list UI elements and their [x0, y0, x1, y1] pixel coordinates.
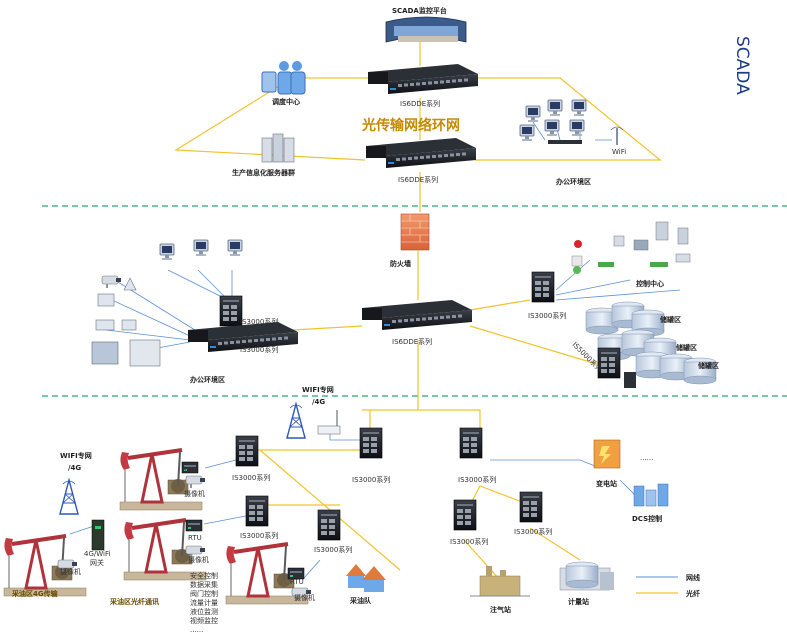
mid-office-pcs: [159, 239, 243, 261]
control-room-devices: [571, 221, 691, 274]
village-label: 采油队: [349, 596, 372, 605]
function-item: 液位监测: [190, 607, 218, 616]
core-switch-top-label: IS6DDE系列: [400, 99, 440, 108]
switch-a: [235, 435, 259, 467]
monitoring-wall: [385, 16, 467, 43]
gateway-label2: 网关: [90, 558, 104, 567]
function-list: 安全控制 数据采集 阀门控制 流量计量 液位监测 视频监控 ......: [190, 571, 218, 634]
core-switch-bottom: [366, 138, 476, 168]
left-switch-a-label: IS3000系列: [240, 317, 278, 326]
core-switch-bottom-label: IS6DDE系列: [398, 175, 438, 184]
wifi-tower-left-label2: /4G: [68, 464, 81, 472]
wifi-router: [317, 410, 341, 435]
switch-g-label: IS3000系列: [514, 527, 552, 536]
right-switch: [531, 271, 555, 303]
legend: 网线 光纤: [636, 573, 700, 598]
mid-office-label: 办公环境区: [190, 375, 225, 384]
camera-3-label: 摄像机: [294, 593, 315, 602]
core-switch-middle-label: IS6DDE系列: [392, 337, 432, 346]
function-item: 流量计量: [190, 598, 218, 607]
wifi-ap-icon: [610, 126, 624, 145]
left-switch-b-label: IS3000系列: [240, 345, 278, 354]
dcs-icon: [633, 483, 669, 507]
switch-b: [359, 427, 383, 459]
rtu-1-label: RTU: [182, 466, 196, 474]
switch-d-label: IS3000系列: [314, 545, 352, 554]
dispatch-center-label: 调度中心: [272, 97, 300, 106]
function-item: 阀门控制: [190, 589, 218, 598]
wifi-tower-left-label: WIFI专网: [60, 451, 92, 460]
switch-c-label: IS3000系列: [240, 531, 278, 540]
pump-station-icon: [470, 566, 530, 597]
tank1-label: 储罐区: [659, 315, 681, 324]
monitoring-platform-label: SCADA监控平台: [392, 6, 447, 15]
ring-network-label: 光传输网络环网: [361, 117, 460, 134]
rtu-2-label: RTU: [188, 534, 202, 542]
control-room-label: 控制中心: [636, 279, 664, 288]
firewall-icon: [400, 213, 430, 251]
camera-4-label: 摄像机: [60, 567, 81, 576]
ellipsis-label: ......: [640, 454, 653, 462]
substation-label: 变电站: [596, 479, 617, 488]
metering-station-icon: [559, 561, 614, 591]
legend-fiber-label: 光纤: [685, 589, 700, 598]
metering-station-label: 计量站: [568, 597, 589, 606]
substation-icon: [593, 439, 621, 469]
switch-f-label: IS3000系列: [450, 537, 488, 546]
server-cluster-icon: [261, 133, 295, 163]
oilwell-fiber-label: 采油区光纤通讯: [109, 597, 159, 606]
switch-b-label: IS3000系列: [352, 475, 390, 484]
core-switch-middle: [362, 300, 472, 330]
wifi-ap-label: WiFi: [612, 148, 626, 156]
core-switch-top: [368, 64, 478, 94]
camera-1: [185, 475, 206, 489]
camera-1-label: 摄像机: [184, 489, 205, 498]
oilwell-4g-label: 采油区4G传输: [11, 589, 59, 598]
function-item: 视频监控: [190, 616, 218, 625]
dcs-label: DCS控制: [632, 514, 662, 523]
function-item: ......: [190, 626, 203, 634]
scada-title: SCADA: [732, 36, 752, 95]
switch-e-label: IS3000系列: [458, 475, 496, 484]
top-office-label: 办公环境区: [556, 177, 591, 186]
left-switch-a: [219, 295, 243, 327]
switch-f: [453, 499, 477, 531]
function-item: 数据采集: [190, 580, 218, 589]
switch-g: [519, 491, 543, 523]
tank2-label: 储罐区: [675, 343, 697, 352]
wifi-tower-top-label2: /4G: [312, 398, 325, 406]
wifi-tower-top-label: WIFI专网: [302, 385, 334, 394]
switch-a-label: IS3000系列: [232, 473, 270, 482]
network-links-middle: [105, 259, 681, 353]
wifi-tower-left: [59, 479, 79, 515]
gateway-icon: [91, 519, 105, 551]
rtu-3-label: RTU: [290, 578, 304, 586]
wifi-tower-top: [286, 403, 306, 439]
switch-e: [459, 427, 483, 459]
switch-d: [317, 509, 341, 541]
gateway-label: 4G/WiFi: [84, 550, 110, 558]
function-item: 安全控制: [190, 571, 218, 580]
legend-network-label: 网线: [686, 573, 700, 582]
dispatch-center-icon: [261, 61, 306, 95]
mid-office-devices: [91, 275, 161, 367]
village-icon: [346, 564, 386, 592]
production-server-label: 生产信息化服务器群: [232, 168, 295, 177]
right-switch-label: IS3000系列: [528, 311, 566, 320]
tank-farm: 储罐区 储罐区 储罐区: [585, 301, 719, 388]
switch-c: [245, 495, 269, 527]
top-office-pcs: [519, 99, 587, 142]
tank3-label: 储罐区: [697, 361, 719, 370]
firewall-label: 防火墙: [390, 259, 411, 268]
top-office-switch: [548, 140, 582, 144]
camera-2-label: 摄像机: [188, 555, 209, 564]
rtu-2: [185, 519, 203, 532]
pump-station-label: 注气站: [490, 605, 511, 614]
